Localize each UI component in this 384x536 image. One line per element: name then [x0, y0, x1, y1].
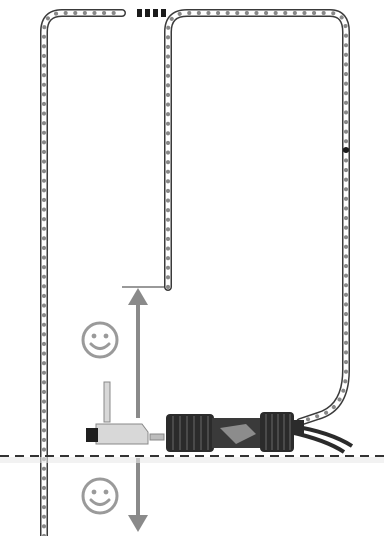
heating-cable [40, 9, 350, 536]
sensor-tip [86, 428, 98, 442]
sensor-clip [149, 433, 165, 441]
down-arrow-icon [128, 458, 148, 532]
ground-band [0, 457, 384, 463]
sensor-body [95, 423, 149, 445]
cable-left-run-dots [42, 11, 124, 536]
ribbed-sleeve-left [166, 414, 214, 452]
sensor-antenna [103, 381, 111, 423]
cable-marker-dot [343, 147, 349, 153]
splice-highlight [220, 424, 256, 444]
cable-cut-marks [137, 9, 166, 17]
smiley-face-icon [81, 321, 119, 359]
sleeve-ribs-left [172, 416, 209, 450]
connector-device [86, 381, 304, 452]
up-arrow-icon [128, 288, 148, 418]
cable-right-loop [164, 9, 350, 426]
ribbed-sleeve-right [260, 412, 294, 452]
cable-right-loop-inner [165, 10, 349, 425]
cable-right-loop-dots [166, 11, 348, 424]
sleeve-ribs-right [265, 414, 291, 450]
device-cable-entry [292, 420, 304, 434]
smiley-face-icon [81, 477, 119, 515]
